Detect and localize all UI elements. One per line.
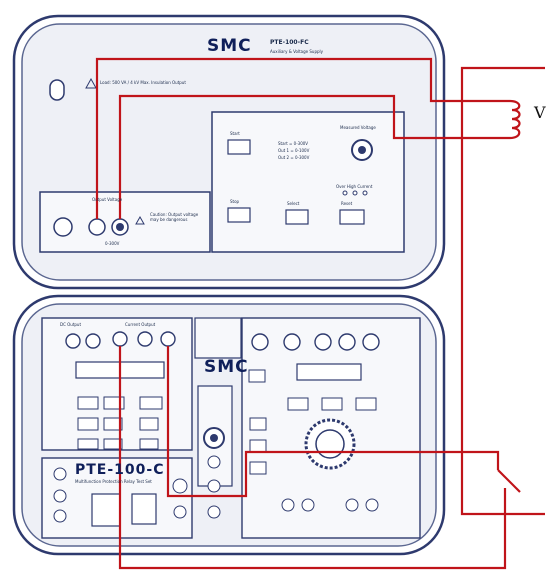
dc-label: DC Output xyxy=(60,322,82,327)
bottom-brand-logo: SMC xyxy=(204,357,249,377)
top-brand-logo: SMC xyxy=(207,36,252,56)
select-switch[interactable] xyxy=(285,209,309,225)
menu-button[interactable] xyxy=(248,369,266,383)
stop-switch[interactable] xyxy=(227,207,251,223)
current-terminal-2[interactable] xyxy=(137,331,153,347)
top-subtitle: Auxiliary & Voltage Supply xyxy=(270,49,324,54)
power-socket[interactable] xyxy=(91,493,121,527)
middle-knob-center xyxy=(210,434,218,442)
wire-right-rail xyxy=(460,66,545,516)
test-button[interactable] xyxy=(249,439,267,453)
top-control-panel xyxy=(211,111,405,253)
coil-symbol xyxy=(509,99,521,140)
switch-blade xyxy=(497,469,521,493)
wiring xyxy=(95,57,545,570)
select-switch-label: Select xyxy=(287,201,300,206)
plate-terminal-2[interactable] xyxy=(53,489,67,503)
readout-1: Start = 0-300V xyxy=(278,141,309,146)
right-terminal-3[interactable] xyxy=(314,333,332,351)
output-terminal-1[interactable] xyxy=(88,218,106,236)
led-2 xyxy=(352,190,358,196)
readout-3: Out 2 = 0-300V xyxy=(278,155,310,160)
gen-button-2[interactable] xyxy=(321,397,343,411)
right-terminal-5[interactable] xyxy=(362,333,380,351)
dc-terminal-2[interactable] xyxy=(85,333,101,349)
output-range-label: 0-300V xyxy=(105,241,120,246)
wire-top-to-coil-a xyxy=(95,57,510,219)
wire-bottom-return xyxy=(118,346,507,570)
top-model-name: PTE-100-FC xyxy=(270,39,309,46)
wire-binary-input xyxy=(166,346,500,498)
top-warning-text: Load: 500 VA / 4 kV Max. Insulation Outp… xyxy=(100,80,186,85)
binary-input-3[interactable] xyxy=(207,505,221,519)
enter-button[interactable] xyxy=(249,417,267,431)
keypad xyxy=(77,396,163,450)
select-button[interactable] xyxy=(249,461,267,475)
measure-knob-center xyxy=(358,146,366,154)
reset-switch-label: Reset xyxy=(341,201,353,206)
current-terminal-1[interactable] xyxy=(112,331,128,347)
reset-switch[interactable] xyxy=(339,209,365,225)
out2-terminal-1[interactable] xyxy=(345,498,359,512)
power-switch[interactable] xyxy=(131,493,157,525)
warning-icon xyxy=(85,77,97,89)
out1-terminal-1[interactable] xyxy=(281,498,295,512)
wire-top-to-coil-b xyxy=(118,94,510,219)
main-dial-inner xyxy=(315,429,345,459)
middle-terminal-2[interactable] xyxy=(207,479,221,493)
output-terminal-2-core xyxy=(116,223,124,231)
bottom-unit xyxy=(12,294,446,556)
stop-switch-label: Stop xyxy=(230,199,240,204)
ground-terminal[interactable] xyxy=(53,217,73,237)
dc-terminal-1[interactable] xyxy=(65,333,81,349)
led-1 xyxy=(342,190,348,196)
led-3 xyxy=(362,190,368,196)
bottom-subtitle: Multifunction Protection Relay Test Set xyxy=(75,479,152,484)
binary-input-2[interactable] xyxy=(173,505,187,519)
middle-connectors xyxy=(194,317,242,359)
right-terminal-2[interactable] xyxy=(283,333,301,351)
readout-2: Out 1 = 0-100V xyxy=(278,148,310,153)
out1-terminal-2[interactable] xyxy=(301,498,315,512)
gen-button-3[interactable] xyxy=(355,397,377,411)
top-handle xyxy=(49,79,65,101)
middle-terminal-1[interactable] xyxy=(207,455,221,469)
alarm-label: Over High Current xyxy=(336,184,373,189)
current-terminal-3[interactable] xyxy=(160,331,176,347)
output-warning-icon xyxy=(135,215,145,225)
start-switch-label: Start xyxy=(230,131,240,136)
voltage-reading-label: Measured Voltage xyxy=(340,125,376,130)
gen-button-1[interactable] xyxy=(287,397,309,411)
output-warning-text: Caution: Output voltage may be dangerous xyxy=(150,212,199,222)
plate-terminal-1[interactable] xyxy=(53,467,67,481)
start-switch[interactable] xyxy=(227,139,251,155)
bottom-model-name: PTE-100-C xyxy=(75,462,165,478)
plate-terminal-3[interactable] xyxy=(53,509,67,523)
out2-terminal-2[interactable] xyxy=(365,498,379,512)
right-display xyxy=(296,363,362,381)
right-terminal-4[interactable] xyxy=(338,333,356,351)
right-terminal-1[interactable] xyxy=(251,333,269,351)
current-label: Current Output xyxy=(125,322,156,327)
binary-input-1[interactable] xyxy=(172,478,188,494)
top-unit xyxy=(12,14,446,290)
voltage-source-label: V xyxy=(534,103,546,122)
output-panel-title: Output Voltage xyxy=(92,197,123,202)
